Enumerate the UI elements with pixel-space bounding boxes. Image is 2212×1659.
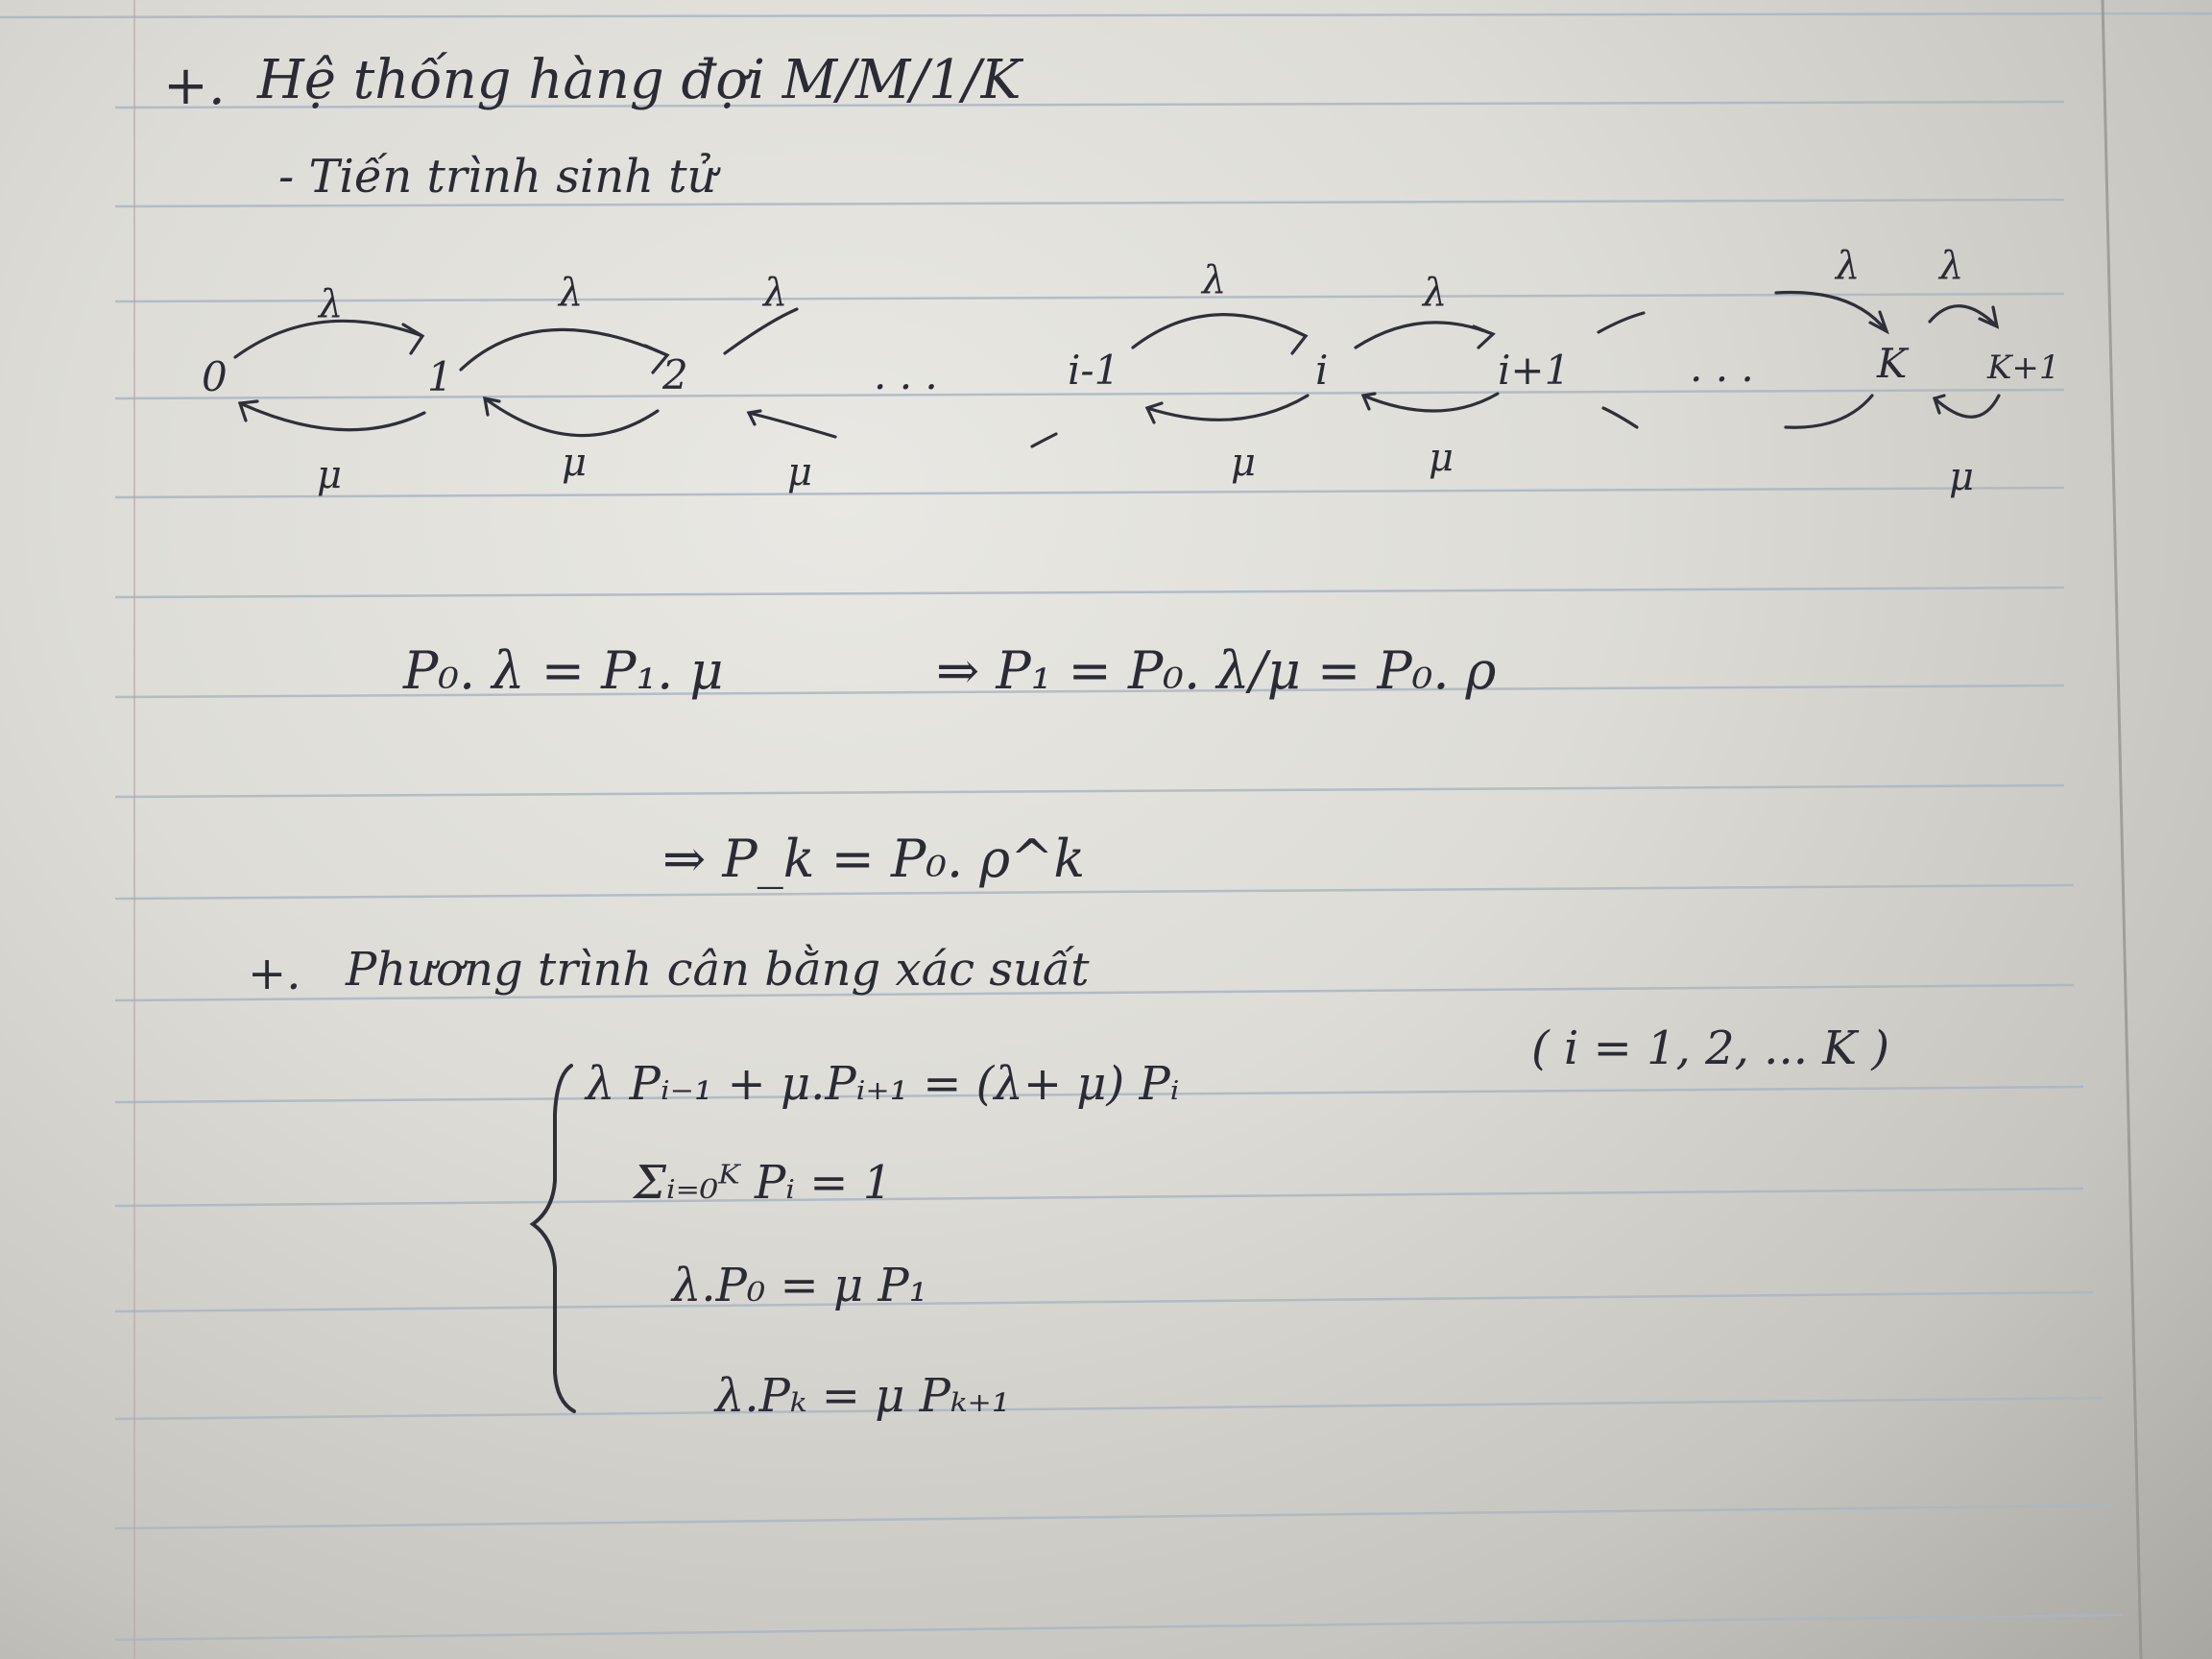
mu-label: μ bbox=[1949, 455, 1974, 499]
lambda-label: λ bbox=[1200, 258, 1226, 302]
arrow-partial-back-2 bbox=[1601, 406, 1639, 429]
equation-1-left: P₀. λ = P₁. μ bbox=[403, 640, 724, 701]
lambda-label: λ bbox=[761, 271, 787, 315]
mu-label: μ bbox=[317, 453, 342, 497]
state-k-plus-1: K+1 bbox=[1987, 349, 2060, 387]
arrow-k-kp1 bbox=[1928, 304, 1999, 328]
section-2-bullet: +. bbox=[248, 947, 301, 1000]
lambda-label: λ bbox=[317, 282, 343, 326]
balance-line-3: λ.P₀ = μ P₁ bbox=[672, 1259, 927, 1312]
arrowhead-kp1-k bbox=[1932, 394, 1946, 415]
arrow-partial-right bbox=[1597, 311, 1646, 334]
state-0: 0 bbox=[202, 353, 228, 400]
arrow-ip1-i bbox=[1361, 392, 1500, 413]
lambda-label: λ bbox=[557, 271, 583, 315]
arrow-1-2 bbox=[459, 327, 669, 372]
arrowhead-partial-back bbox=[746, 409, 762, 426]
arrow-partial-back-3 bbox=[1030, 432, 1058, 448]
lambda-label: λ bbox=[1834, 244, 1860, 288]
arrow-2-partial bbox=[723, 307, 799, 355]
state-i: i bbox=[1315, 347, 1329, 394]
heading-bullet: +. bbox=[163, 55, 226, 117]
arrowhead-i-im1 bbox=[1144, 401, 1164, 424]
arrowhead-1-0 bbox=[237, 399, 259, 422]
balance-line-1: λ Pᵢ₋₁ + μ.Pᵢ₊₁ = (λ+ μ) Pᵢ bbox=[586, 1057, 1180, 1111]
ellipsis-1: . . . bbox=[874, 351, 938, 398]
state-i-plus-1: i+1 bbox=[1498, 347, 1571, 394]
mu-label: μ bbox=[1429, 436, 1454, 480]
mu-label: μ bbox=[562, 441, 587, 485]
mu-label: μ bbox=[1231, 441, 1256, 485]
state-1: 1 bbox=[427, 353, 453, 400]
arrow-2-1 bbox=[483, 397, 660, 438]
arrow-kp1-k bbox=[1933, 394, 2001, 419]
arrow-i-im1 bbox=[1145, 394, 1310, 421]
ellipsis-2: . . . bbox=[1690, 344, 1754, 391]
balance-line-1-condition: ( i = 1, 2, ... K ) bbox=[1531, 1022, 1890, 1075]
subheading: - Tiến trình sinh tử bbox=[278, 150, 717, 204]
system-brace bbox=[529, 1064, 576, 1413]
arrowhead-i-ip1 bbox=[1472, 325, 1496, 349]
arrow-1-0 bbox=[238, 401, 426, 432]
arrowhead-im1-i bbox=[1283, 325, 1309, 355]
arrowhead-2-1 bbox=[483, 396, 501, 417]
state-k: K bbox=[1877, 340, 1908, 387]
arrow-im1-i bbox=[1131, 313, 1308, 349]
mu-label: μ bbox=[787, 450, 812, 494]
equation-1-right: ⇒ P₁ = P₀. λ/μ = P₀. ρ bbox=[936, 640, 1497, 701]
arrow-k-back bbox=[1784, 394, 1874, 429]
arrowhead-into-k bbox=[1868, 310, 1889, 335]
arrow-0-1 bbox=[233, 319, 424, 359]
arrowhead-1-2 bbox=[643, 344, 670, 374]
balance-line-2: Σᵢ₌₀ᴷ Pᵢ = 1 bbox=[634, 1156, 893, 1210]
equation-2: ⇒ P_k = P₀. ρ^k bbox=[662, 829, 1086, 889]
page-title: Hệ thống hàng đợi M/M/1/K bbox=[257, 49, 1022, 111]
lambda-label: λ bbox=[1937, 244, 1963, 288]
arrowhead-0-1 bbox=[401, 323, 425, 355]
state-i-minus-1: i-1 bbox=[1068, 347, 1120, 394]
arrowhead-k-kp1 bbox=[1978, 305, 2000, 329]
arrow-partial-back bbox=[747, 411, 837, 439]
balance-line-4: λ.Pₖ = μ Pₖ₊₁ bbox=[715, 1369, 1011, 1423]
state-2: 2 bbox=[662, 351, 688, 398]
arrowhead-ip1-i bbox=[1360, 392, 1377, 411]
lambda-label: λ bbox=[1421, 271, 1447, 315]
arrow-into-k bbox=[1774, 290, 1888, 333]
section-2-title: Phương trình cân bằng xác suất bbox=[346, 943, 1090, 997]
